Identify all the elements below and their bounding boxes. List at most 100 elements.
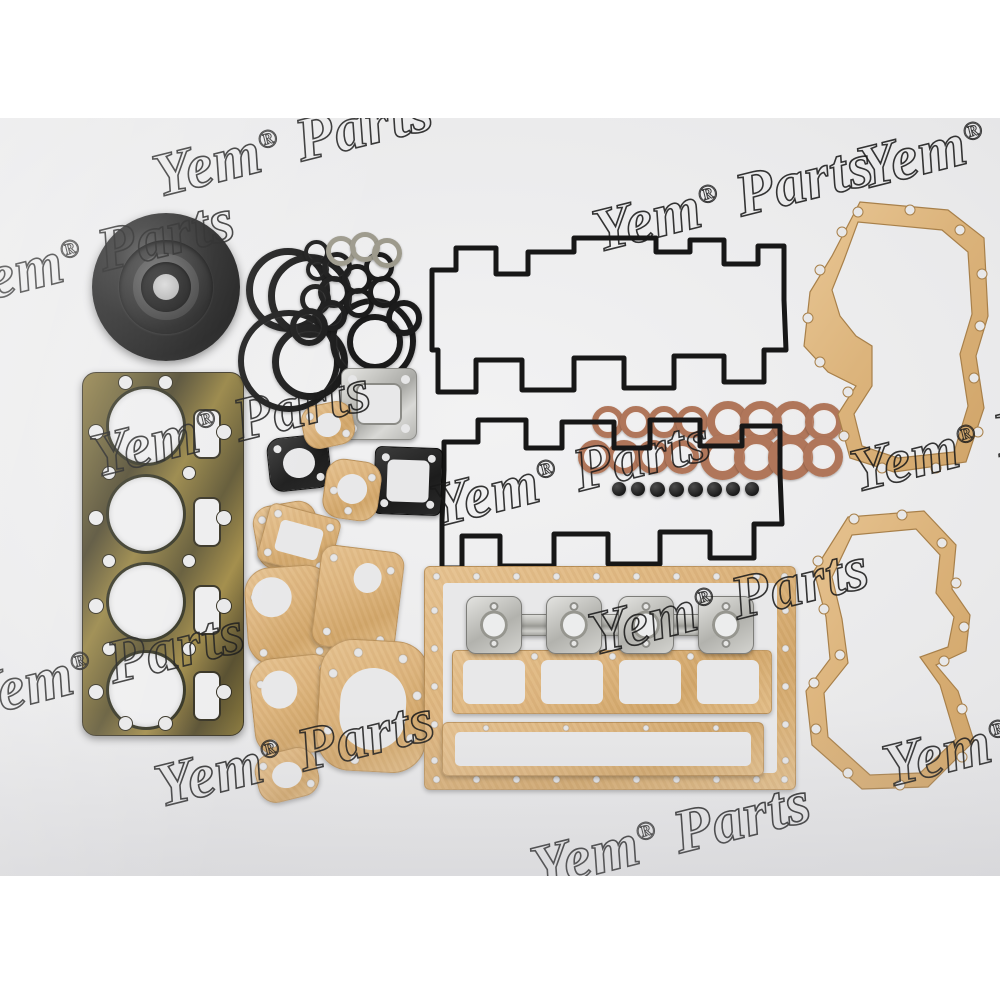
head-gasket-bolt-hole <box>89 599 103 613</box>
gasket-center-opening <box>273 518 325 562</box>
head-gasket-bolt-hole <box>217 685 231 699</box>
gasket-bolt-hole <box>427 454 436 463</box>
cylinder-head-gasket <box>82 372 244 736</box>
head-gasket-bolt-hole <box>119 376 132 389</box>
head-gasket-bolt-hole <box>183 643 195 655</box>
exhaust-manifold-gasket <box>466 596 762 654</box>
gasket-bolt-hole <box>641 602 651 611</box>
gasket-center-opening <box>250 575 293 619</box>
gasket-bolt-hole <box>753 776 760 783</box>
gasket-bolt-hole <box>433 776 440 783</box>
o-ring-small <box>368 276 400 308</box>
gasket-center-opening <box>335 471 370 506</box>
valve-stem-seal <box>631 482 645 496</box>
gasket-bolt-hole <box>473 776 480 783</box>
photo-plate: Yem® Parts Yem® Parts Yem® Parts Yem® Pa… <box>0 118 1000 876</box>
head-gasket-bolt-hole <box>103 643 115 655</box>
gasket-bolt-hole <box>268 739 278 749</box>
gasket-bolt-hole <box>398 654 408 664</box>
watermark-registered-mark: ® <box>56 232 84 266</box>
copper-washer <box>665 440 699 474</box>
gasket-bolt-hole <box>412 691 422 701</box>
valve-stem-seal <box>669 482 684 497</box>
kraft-gasket-gear-cover <box>314 637 432 775</box>
rocker-cover-rubber-gasket-lower <box>439 417 785 571</box>
gasket-bolt-hole <box>353 647 364 658</box>
valve-stem-seal <box>650 482 665 497</box>
o-ring-small <box>290 308 328 346</box>
head-gasket-bolt-hole <box>159 376 172 389</box>
head-gasket-slot-1 <box>195 411 219 457</box>
gasket-bolt-hole <box>305 778 316 789</box>
watermark-yem-parts: Yem® Parts <box>145 118 441 213</box>
gasket-bolt-hole <box>673 776 680 783</box>
head-gasket-slot-3 <box>195 587 219 633</box>
gasket-bolt-hole <box>431 757 438 764</box>
gasket-center-opening <box>269 758 305 792</box>
kraft-gasket-timing-plate <box>310 543 406 655</box>
valve-stem-seal <box>726 482 740 496</box>
gasket-bolt-hole <box>489 639 499 648</box>
exhaust-port-bore <box>631 610 661 640</box>
gasket-bolt-hole <box>593 776 600 783</box>
gasket-bolt-hole <box>367 473 377 483</box>
gasket-bolt-hole <box>328 668 338 679</box>
watermark-yem-parts: Yem® Parts <box>850 118 1000 205</box>
crankshaft-pulley-damper <box>92 213 240 361</box>
gasket-center-opening <box>258 668 299 711</box>
black-fiber-gasket-square <box>372 445 444 517</box>
head-gasket-bolt-hole <box>159 717 172 730</box>
valve-stem-seal <box>612 482 626 496</box>
head-gasket-bolt-hole <box>217 599 231 613</box>
gasket-bolt-hole <box>258 761 269 772</box>
gasket-bolt-hole <box>406 733 416 744</box>
watermark-text-yem: Yem <box>145 118 270 211</box>
gasket-bolt-hole <box>489 602 499 611</box>
intake-manifold-gasket <box>452 650 772 714</box>
gasket-bolt-hole <box>341 428 351 439</box>
kraft-gasket-triangular <box>320 456 384 524</box>
gasket-bolt-hole <box>259 648 268 658</box>
gasket-center-opening <box>281 446 317 480</box>
gasket-bolt-hole <box>713 776 720 783</box>
gasket-bolt-hole <box>322 626 332 636</box>
head-gasket-bore-3 <box>109 565 183 639</box>
gasket-bolt-hole <box>513 776 520 783</box>
gasket-bolt-hole <box>593 573 600 580</box>
valve-stem-seal <box>707 482 722 497</box>
gasket-bolt-hole <box>431 721 438 728</box>
pulley-bore <box>152 273 180 301</box>
gasket-bolt-hole <box>569 639 579 648</box>
gasket-bolt-hole <box>329 553 339 563</box>
gasket-bolt-hole <box>262 547 273 558</box>
gasket-bolt-hole <box>641 639 651 648</box>
rocker-cover-rubber-gasket-upper <box>429 235 789 395</box>
gasket-bolt-hole <box>483 725 489 731</box>
gasket-bolt-hole <box>433 573 440 580</box>
gasket-bolt-hole <box>273 508 283 519</box>
watermark-text-yem: Yem <box>0 639 82 733</box>
gasket-bolt-hole <box>687 653 694 660</box>
gasket-bolt-hole <box>426 500 435 509</box>
o-ring-small <box>386 300 422 336</box>
watermark-text-yem: Yem <box>147 727 272 821</box>
gasket-bolt-hole <box>713 725 719 731</box>
head-gasket-slot-2 <box>195 499 219 545</box>
gasket-bolt-hole <box>782 757 789 764</box>
head-gasket-bolt-hole <box>89 685 103 699</box>
head-gasket-bolt-hole <box>217 425 231 439</box>
watermark-text-yem: Yem <box>523 809 648 876</box>
gasket-center-opening <box>386 459 430 503</box>
gasket-bolt-hole <box>316 472 325 482</box>
gasket-bolt-hole <box>273 444 282 454</box>
timing-gear-cover-gasket-upper <box>802 201 989 474</box>
timing-gear-cover-gasket-lower <box>805 509 975 791</box>
gasket-center-opening <box>351 561 383 595</box>
exhaust-port-bore <box>711 610 741 640</box>
gasket-bolt-hole <box>781 776 788 783</box>
exhaust-port-1 <box>466 596 522 654</box>
head-gasket-bolt-hole <box>183 467 195 479</box>
watermark-text-parts: Parts <box>287 118 440 176</box>
gasket-bolt-hole <box>325 522 336 533</box>
